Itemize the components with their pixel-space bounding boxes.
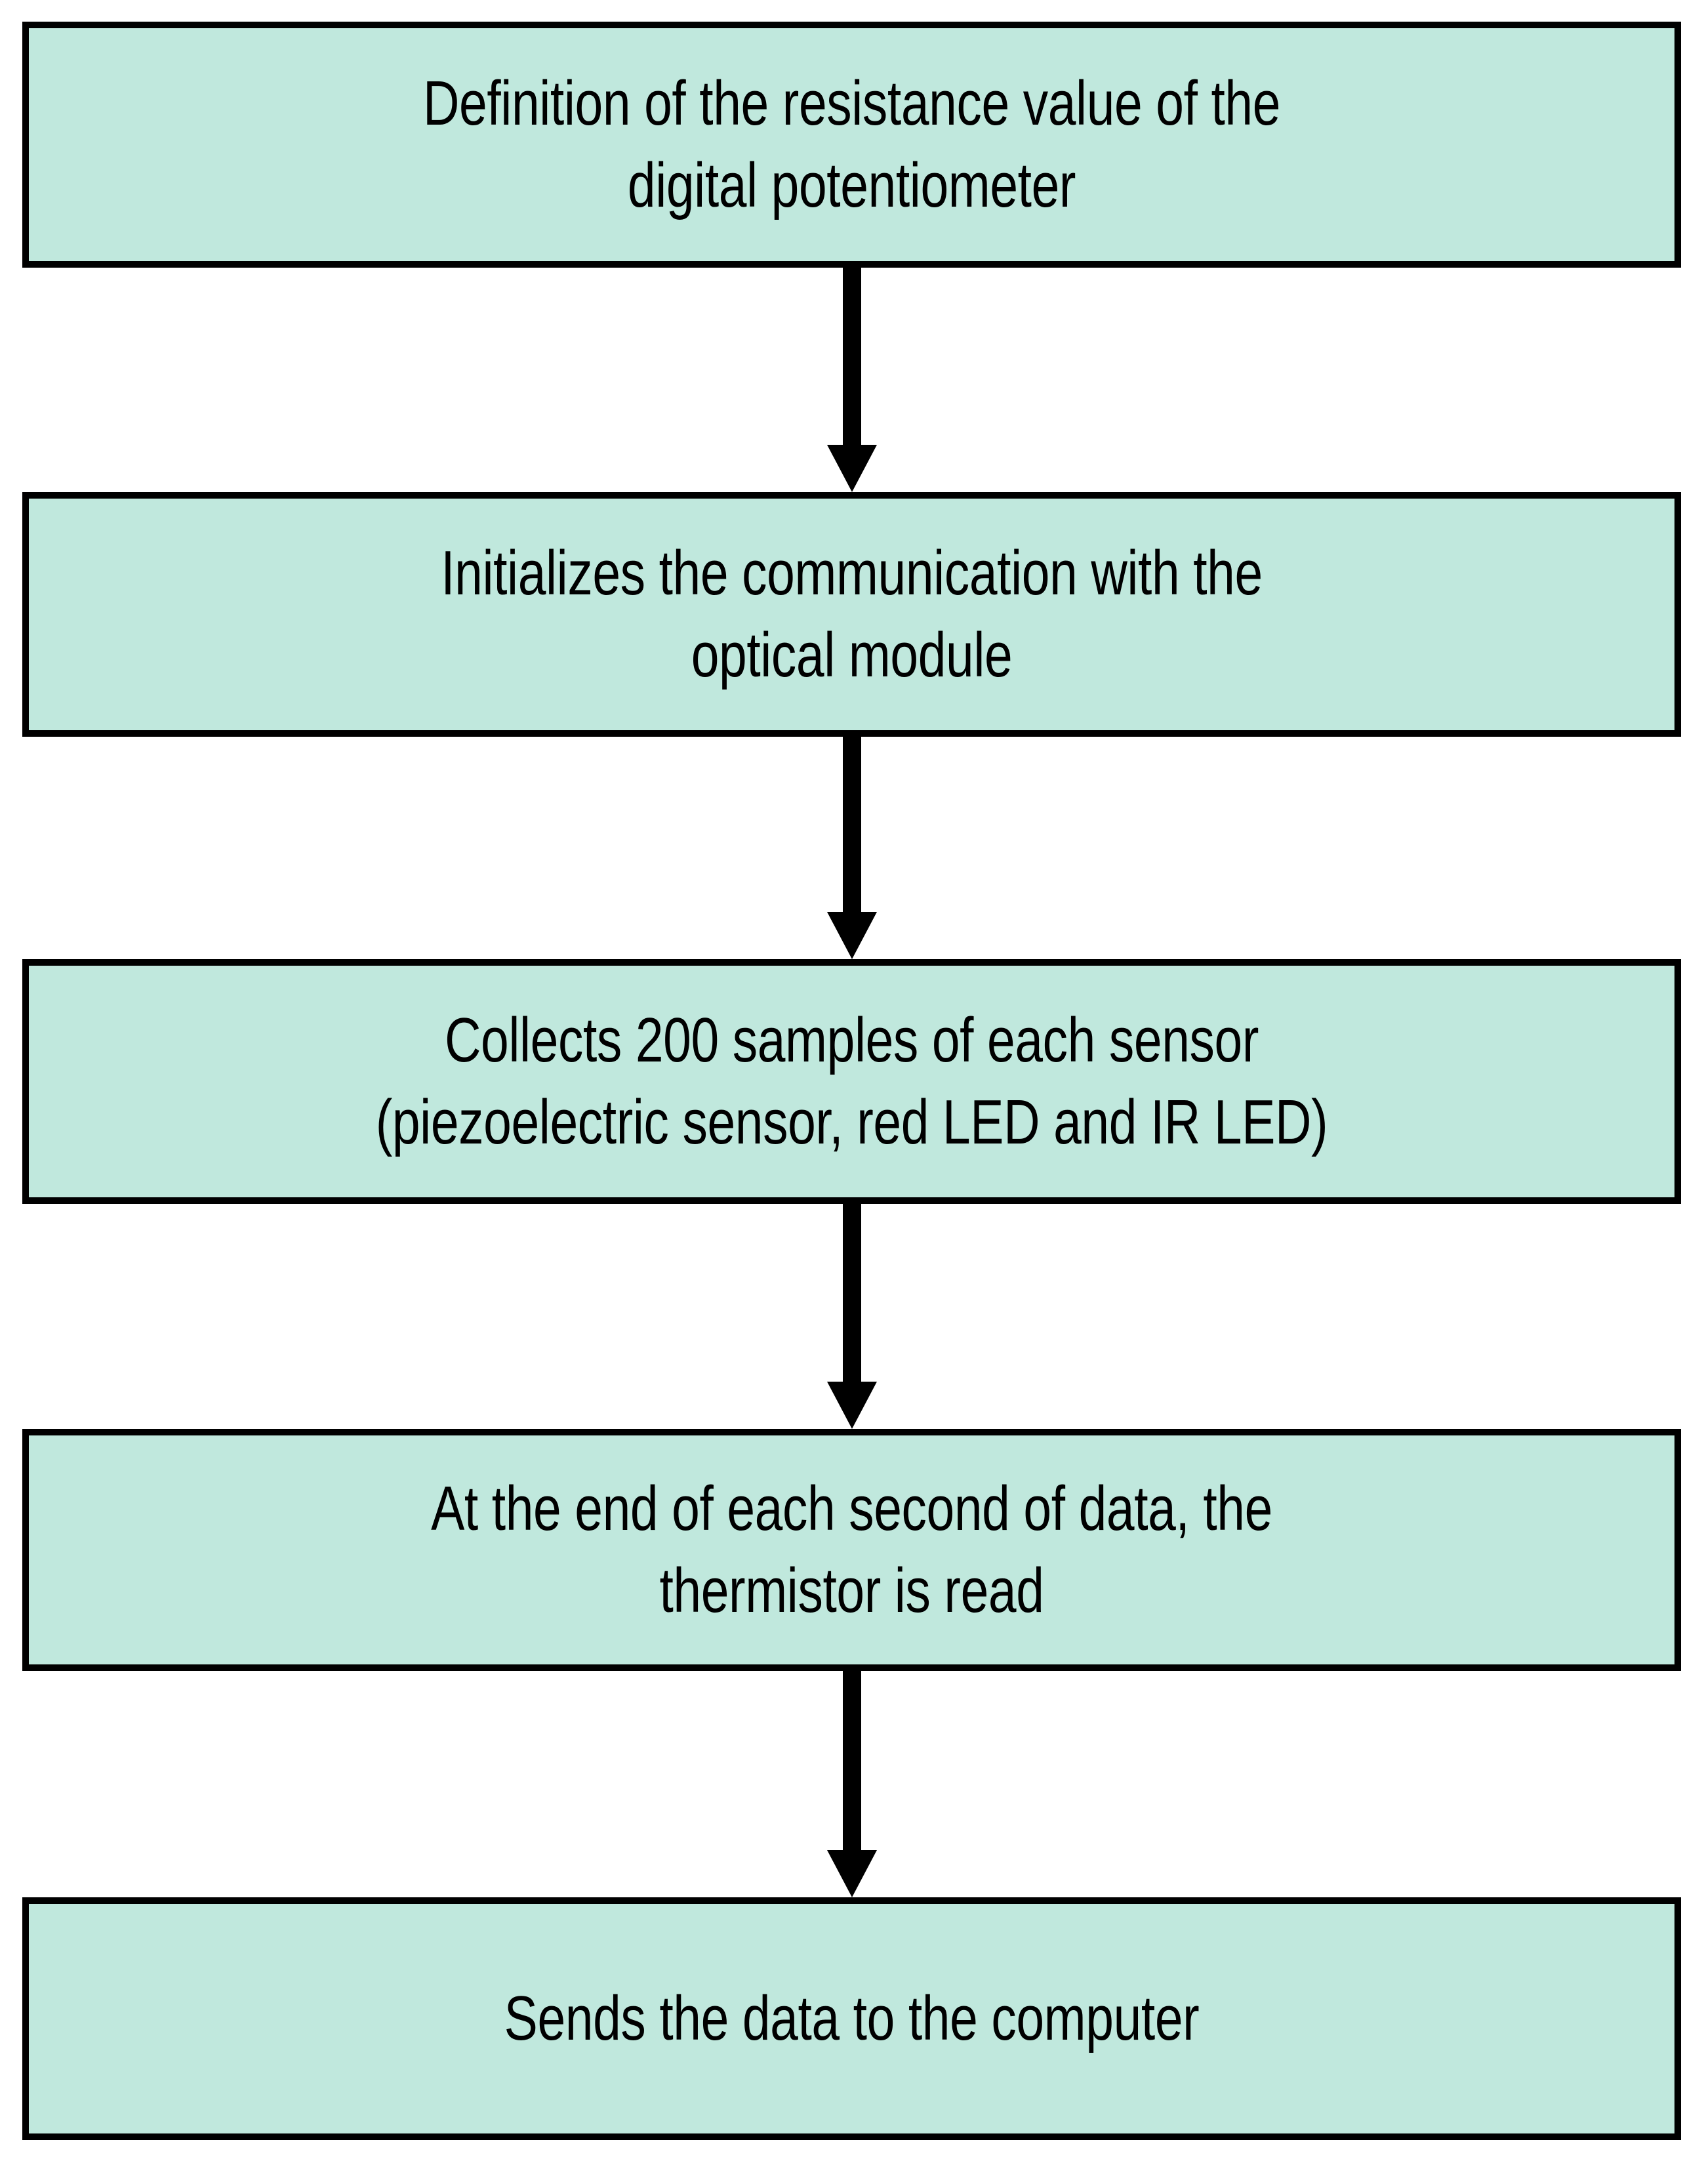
arrow-shaft bbox=[843, 737, 861, 912]
arrow-head bbox=[827, 445, 877, 492]
down-arrow-icon bbox=[824, 737, 880, 959]
flowchart-node-collect-samples: Collects 200 samples of each sensor (pie… bbox=[22, 959, 1681, 1204]
flowchart-node-label: Collects 200 samples of each sensor (pie… bbox=[375, 1004, 1328, 1157]
down-arrow-icon bbox=[824, 1204, 880, 1429]
down-arrow-icon bbox=[824, 1671, 880, 1897]
flowchart-node-label: Initializes the communication with the o… bbox=[441, 537, 1263, 690]
flowchart-node-read-thermistor: At the end of each second of data, the t… bbox=[22, 1429, 1681, 1671]
flowchart-node-define-resistance: Definition of the resistance value of th… bbox=[22, 22, 1681, 268]
flowchart-node-label: At the end of each second of data, the t… bbox=[431, 1473, 1272, 1626]
flowchart-node-send-data: Sends the data to the computer bbox=[22, 1897, 1681, 2140]
arrow-head bbox=[827, 1850, 877, 1897]
arrow-shaft bbox=[843, 268, 861, 445]
arrow-head bbox=[827, 912, 877, 959]
down-arrow-icon bbox=[824, 268, 880, 492]
arrow-head bbox=[827, 1382, 877, 1429]
flowchart-node-initialize-communication: Initializes the communication with the o… bbox=[22, 492, 1681, 737]
arrow-shaft bbox=[843, 1671, 861, 1850]
arrow-shaft bbox=[843, 1204, 861, 1382]
flowchart-node-label: Definition of the resistance value of th… bbox=[422, 68, 1281, 220]
flowchart-node-label: Sends the data to the computer bbox=[504, 1983, 1200, 2053]
